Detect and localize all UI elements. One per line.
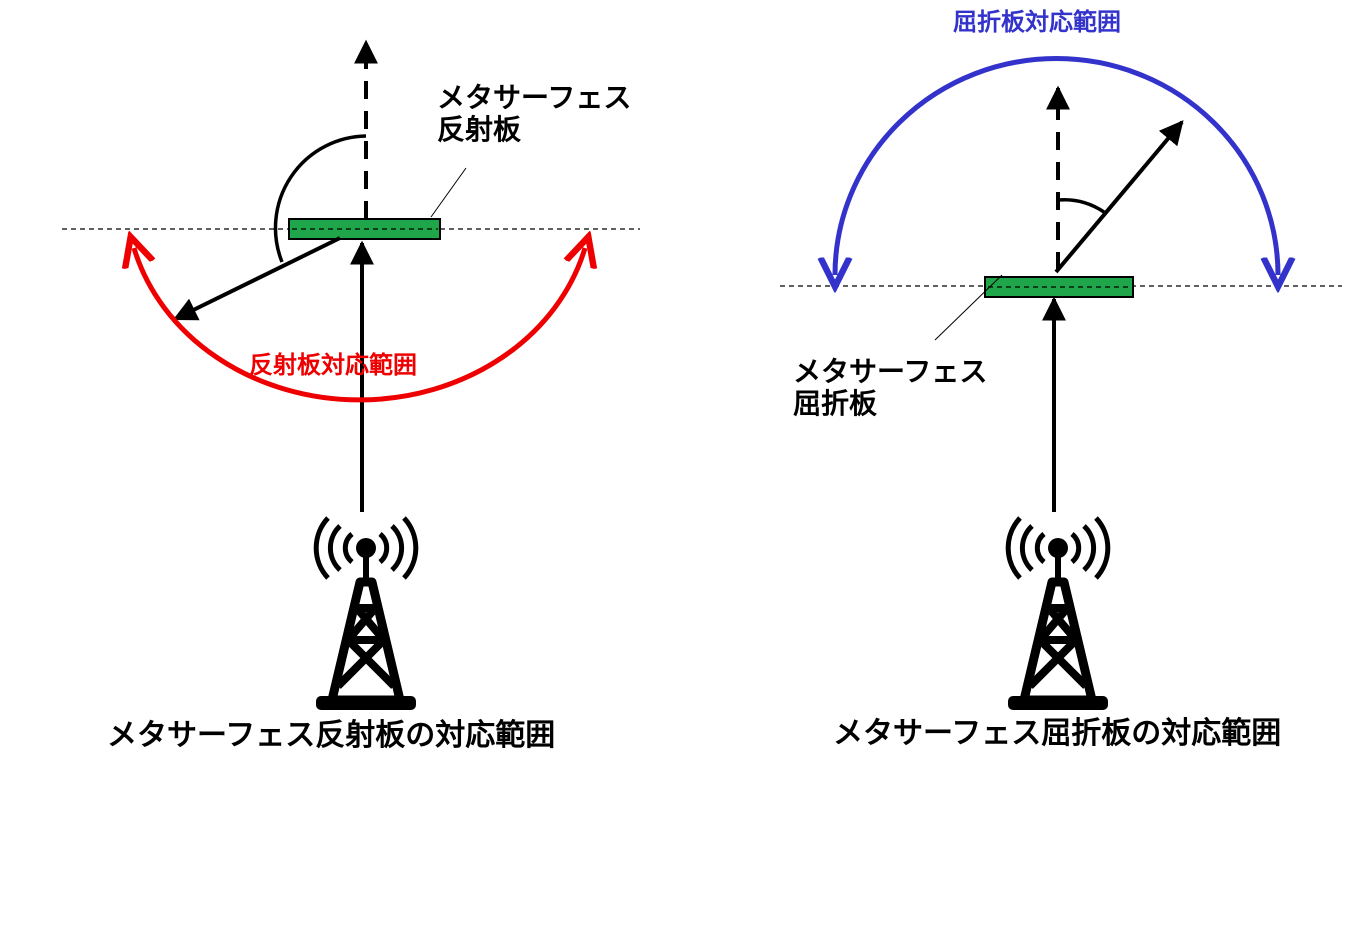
radio-tower-icon (316, 518, 416, 710)
refract-range-label: 屈折板対応範囲 (953, 8, 1121, 36)
refractor-caption: メタサーフェス屈折板の対応範囲 (833, 716, 1282, 751)
plate-leader-line (934, 274, 1003, 341)
refracted-arrow (1054, 120, 1184, 274)
reflect-range-arc (134, 248, 585, 403)
refract-range-arc (835, 56, 1278, 275)
plate-label-line1: メタサーフェス (437, 81, 632, 114)
plate-leader-line (430, 167, 467, 218)
reflect-range-label: 反射板対応範囲 (249, 351, 417, 379)
refractor-diagram (780, 56, 1342, 710)
plate-label-line2: 反射板 (437, 113, 522, 146)
reflection-angle-arc (273, 134, 367, 263)
reflected-arrow (172, 236, 341, 321)
plate-label-line1: メタサーフェス (793, 355, 988, 388)
refraction-angle-arc (1057, 198, 1105, 214)
plate-label-line2: 屈折板 (793, 387, 878, 420)
refractor-plate-label: メタサーフェス 屈折板 (793, 356, 987, 420)
radio-tower-icon (1008, 518, 1108, 710)
reflector-diagram (62, 39, 640, 710)
reflector-plate-label: メタサーフェス 反射板 (437, 82, 631, 146)
reflector-caption: メタサーフェス反射板の対応範囲 (107, 718, 556, 753)
